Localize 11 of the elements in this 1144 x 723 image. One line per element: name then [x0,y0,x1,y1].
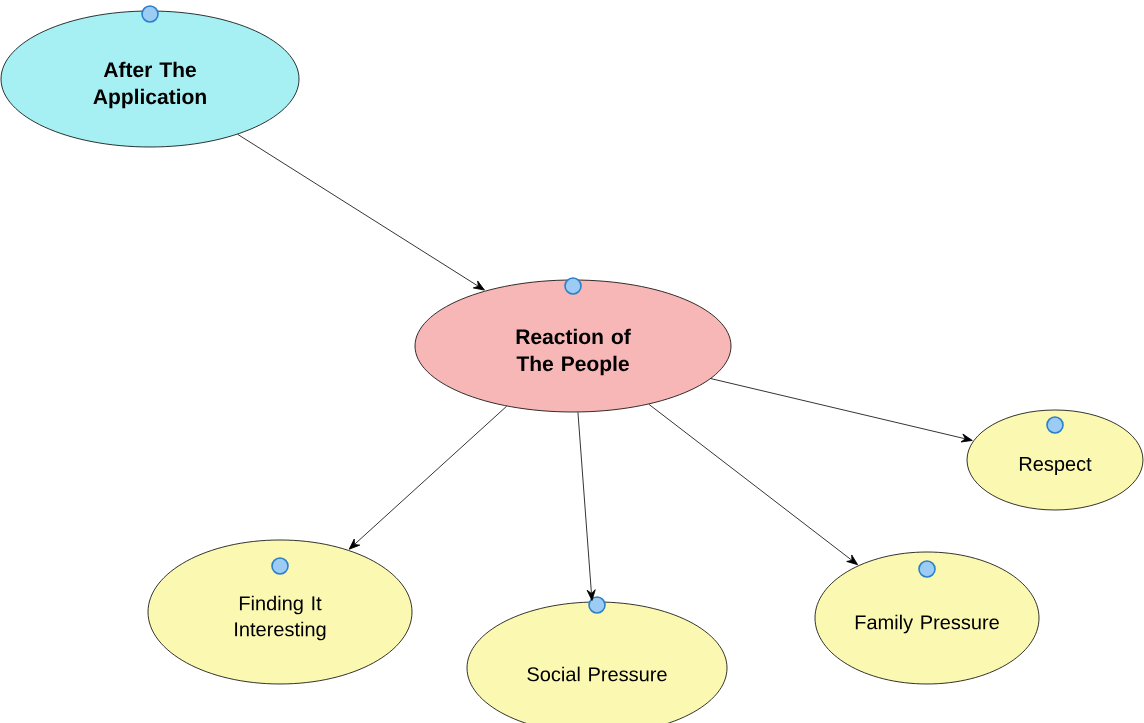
ellipse-node: Respect [966,409,1144,511]
arrow [710,378,973,443]
ellipse-node: Finding It Interesting [147,539,413,685]
ellipse-node: After The Application [0,10,300,148]
ellipse-node: Reaction of The People [414,279,732,413]
arrow [237,133,485,291]
ellipse-node: Family Pressure [814,551,1040,685]
arrow [648,403,858,566]
arrow [348,405,507,550]
ellipse-node: Social Pressure [466,601,728,723]
arrow [577,411,596,601]
